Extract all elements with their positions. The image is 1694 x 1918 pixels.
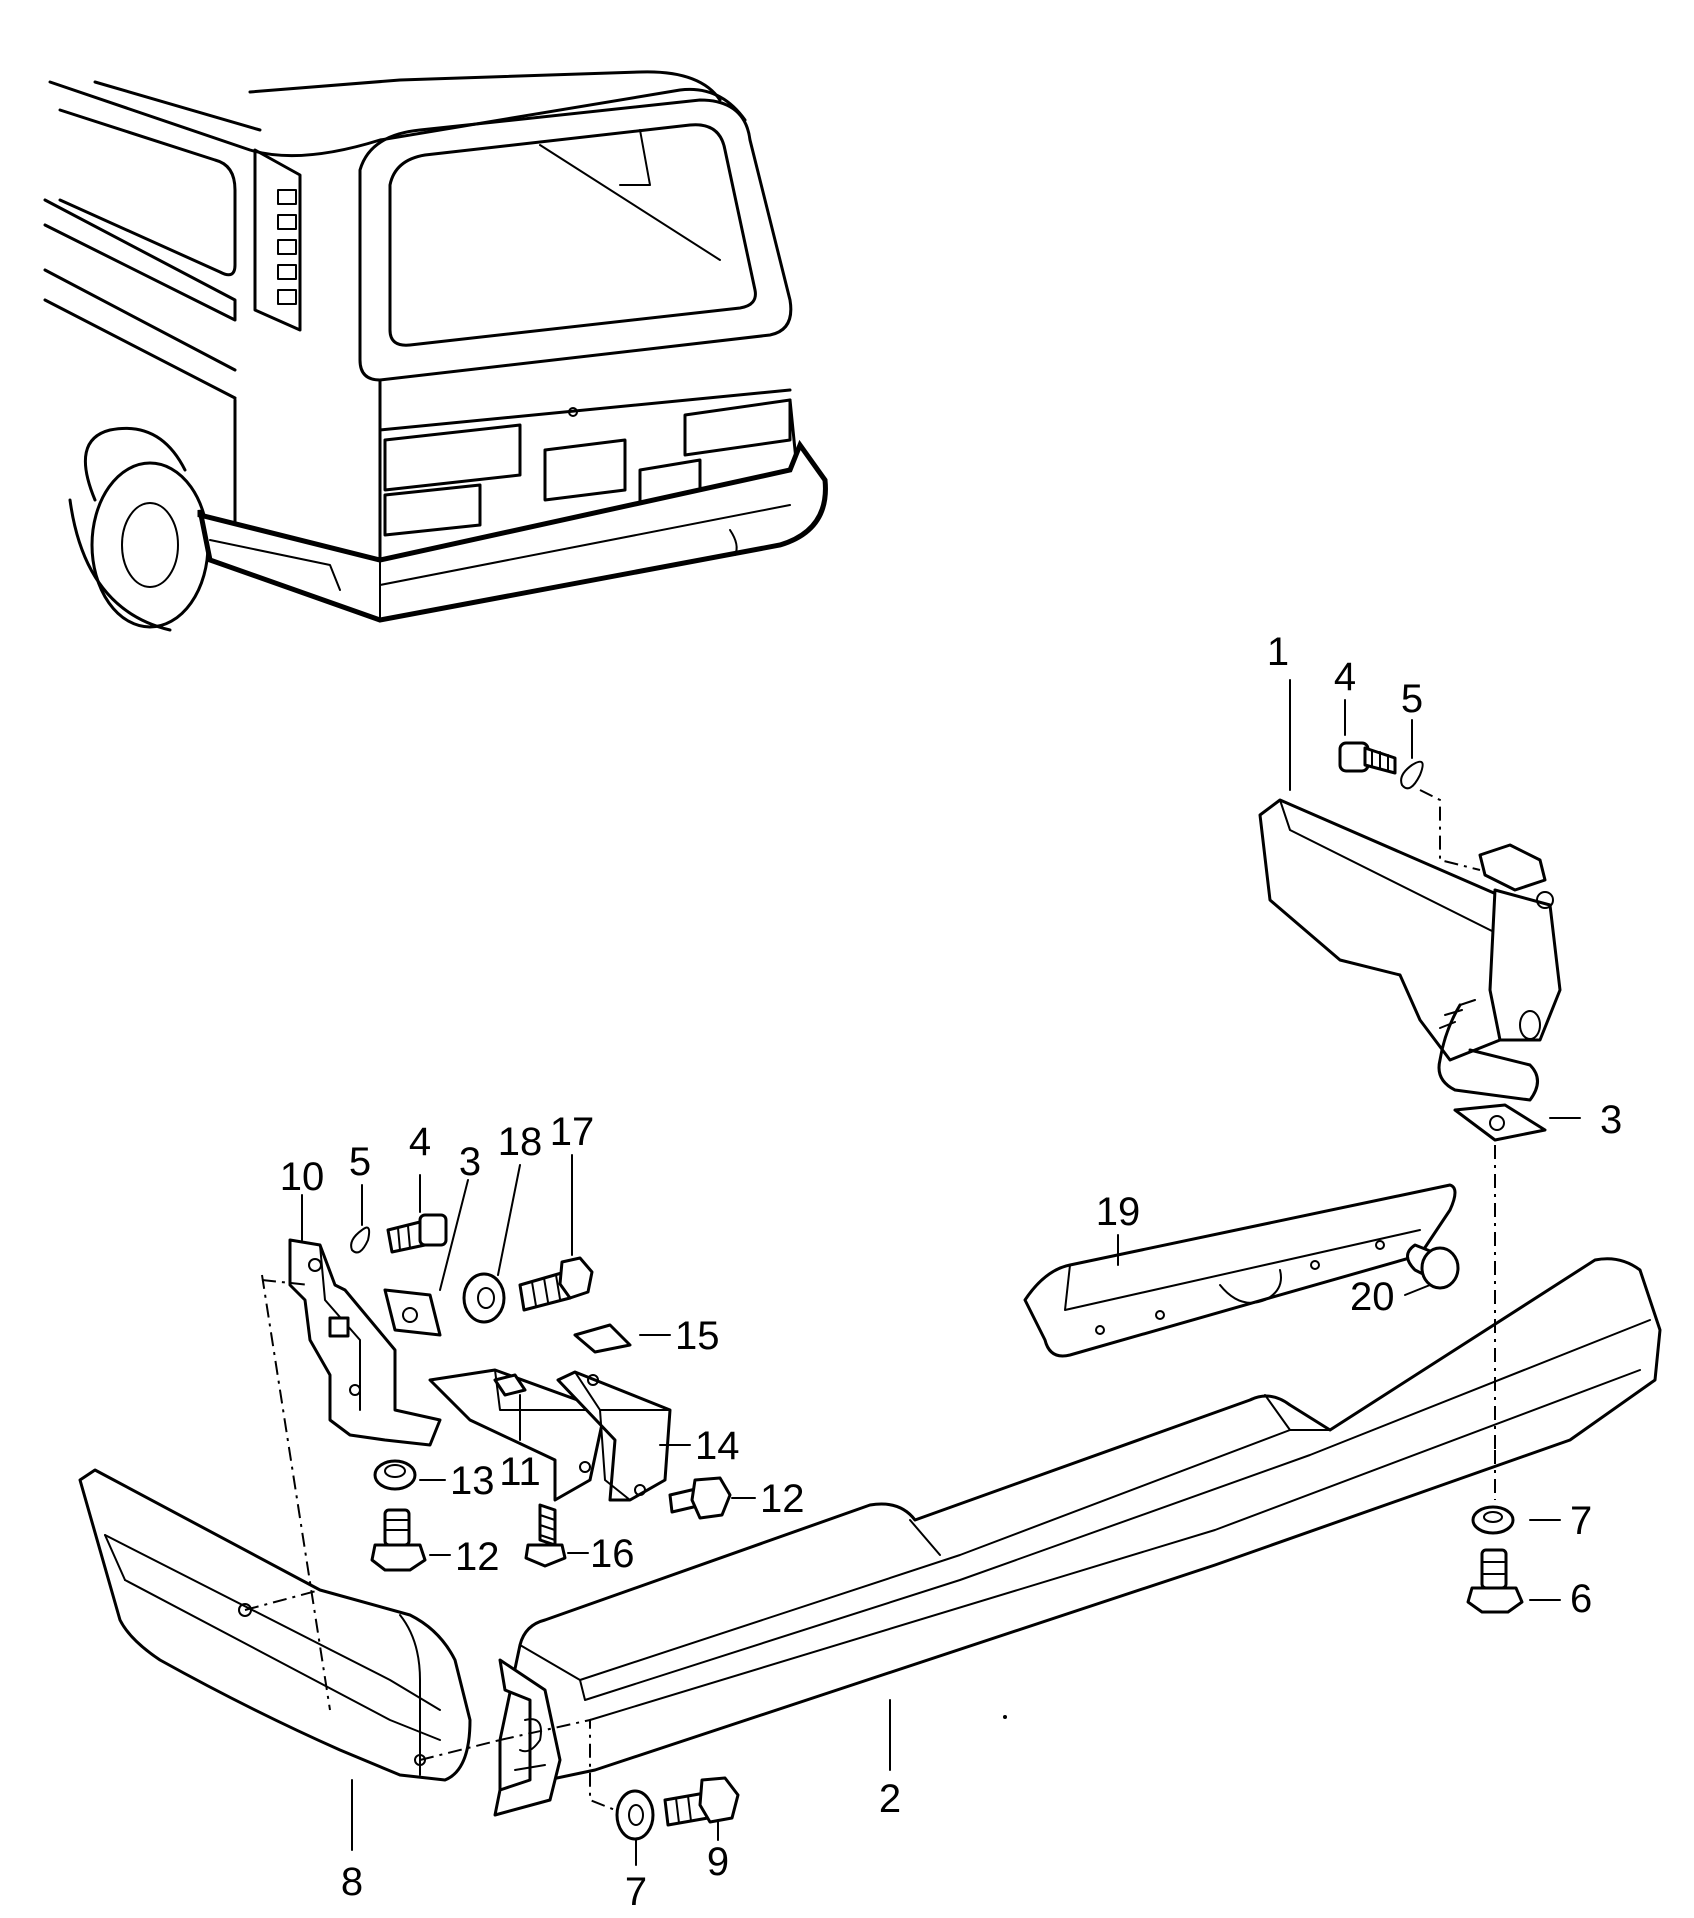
cap-plug [1406,1243,1460,1290]
vehicle-rear-overview [43,70,828,632]
callout-3-left: 3 [459,1140,481,1184]
callout-9: 9 [707,1840,729,1884]
leader-lines [301,679,1581,1866]
clamp-plate [1453,1103,1547,1142]
washer [615,1789,655,1841]
bolt [1466,1548,1524,1614]
callout-1: 1 [1267,630,1289,674]
callout-3-right: 3 [1600,1098,1622,1142]
spring-washer [350,1226,371,1254]
washer [1471,1505,1515,1535]
callout-5-right: 5 [1401,677,1423,721]
callout-2: 2 [879,1777,901,1821]
callout-18: 18 [498,1120,543,1164]
bumper-bracket-right [1258,798,1562,1102]
washer [373,1459,417,1491]
callout-7-right: 7 [1570,1499,1592,1543]
callout-6: 6 [1570,1577,1592,1621]
callout-8: 8 [341,1860,363,1904]
spring-washer [1400,760,1424,790]
rubber-washer [462,1272,506,1324]
bolt [663,1776,740,1827]
callout-labels: 1 2 3 3 4 4 5 5 6 7 7 8 9 10 11 12 12 13… [280,630,1623,1914]
callout-17: 17 [550,1110,595,1154]
callout-16: 16 [590,1532,635,1576]
callout-12-left: 12 [455,1535,500,1579]
callout-14: 14 [695,1424,740,1468]
bolt [1338,741,1397,775]
bolt [370,1508,427,1572]
callout-10: 10 [280,1155,325,1199]
support-bracket [428,1368,607,1502]
callout-7-bottom: 7 [625,1870,647,1914]
callout-20: 20 [1350,1275,1395,1319]
bumper-reinforcement [1023,1183,1457,1358]
callout-15: 15 [675,1314,720,1358]
bumper-main [493,1257,1662,1817]
bumper-end-cap [78,1468,472,1782]
callout-19: 19 [1096,1190,1141,1234]
tapping-screw [524,1503,567,1568]
callout-13: 13 [450,1459,495,1503]
bolt [668,1476,732,1520]
callout-4-right: 4 [1334,655,1356,699]
speed-nut [573,1323,632,1354]
bolt [386,1213,448,1254]
bolt [518,1256,594,1312]
callout-12-right: 12 [760,1477,805,1521]
support-bracket [556,1370,672,1502]
mounting-bracket-left [288,1238,442,1447]
clamp-plate [383,1288,442,1337]
callout-4-left: 4 [409,1120,431,1164]
callout-11: 11 [499,1450,541,1494]
callout-5-left: 5 [349,1140,371,1184]
